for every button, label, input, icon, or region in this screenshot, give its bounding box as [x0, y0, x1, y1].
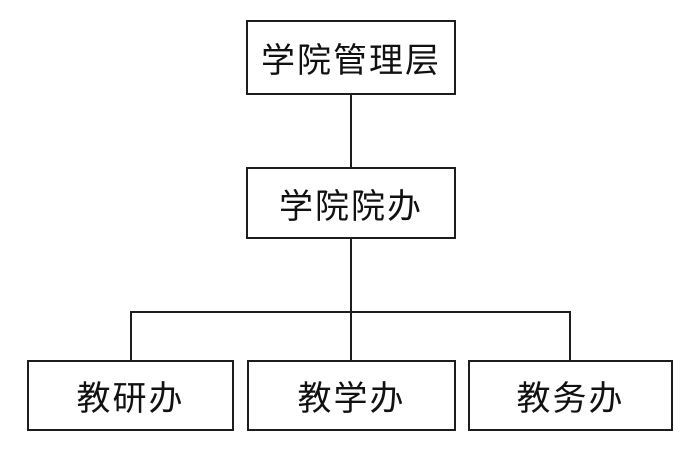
node-teaching-research-office-label: 教研办 [76, 381, 185, 418]
node-teaching-office-label: 教学办 [297, 381, 406, 418]
node-college-office: 学院院办 [246, 167, 456, 239]
node-college-management-label: 学院管理层 [261, 43, 441, 80]
connector-drop-child1 [130, 311, 132, 360]
connector-office-to-children [350, 239, 352, 360]
node-college-office-label: 学院院办 [279, 188, 423, 226]
node-teaching-research-office: 教研办 [27, 360, 234, 431]
node-college-management: 学院管理层 [246, 20, 456, 95]
connector-root-to-office [350, 95, 352, 167]
node-academic-affairs-office-label: 教务办 [516, 381, 625, 418]
connector-children-horizontal [130, 311, 571, 313]
node-academic-affairs-office: 教务办 [468, 360, 673, 431]
connector-drop-child3 [569, 311, 571, 360]
node-teaching-office: 教学办 [247, 360, 456, 431]
